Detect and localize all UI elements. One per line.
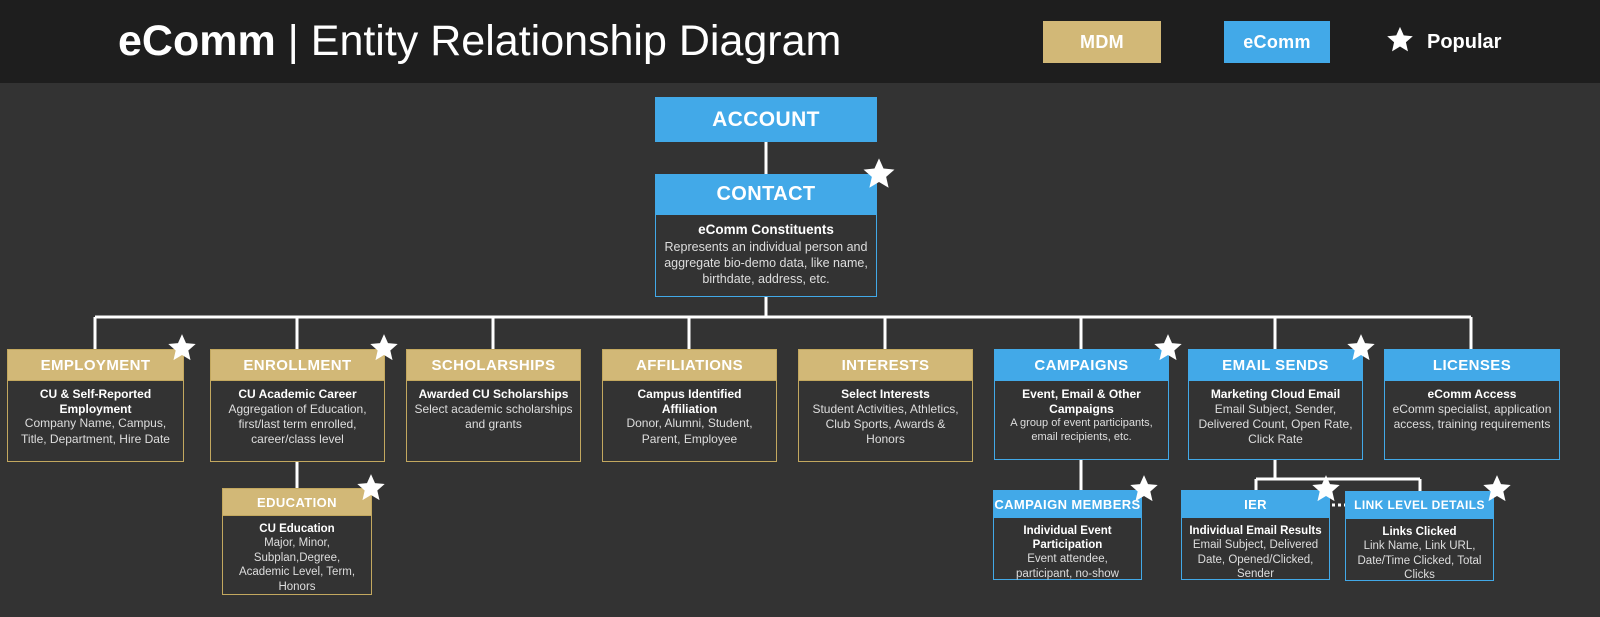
entity-education[interactable]: EDUCATION CU Education Major, Minor, Sub… [222, 488, 372, 595]
entity-account[interactable]: ACCOUNT [655, 97, 877, 142]
star-icon [1385, 25, 1415, 60]
entity-ier[interactable]: IER Individual Email Results Email Subje… [1181, 490, 1330, 580]
entity-enrollment-subtitle: CU Academic Career [238, 387, 357, 401]
entity-enrollment-header: ENROLLMENT [211, 350, 384, 380]
entity-interests-subtitle: Select Interests [841, 387, 930, 401]
entity-email-sends-body: Marketing Cloud Email Email Subject, Sen… [1189, 380, 1362, 459]
entity-licenses-header: LICENSES [1385, 350, 1559, 380]
entity-ier-body: Individual Email Results Email Subject, … [1182, 517, 1329, 581]
entity-enrollment-description: Aggregation of Education, first/last ter… [228, 401, 367, 447]
entity-employment-description: Company Name, Campus, Title, Department,… [21, 416, 170, 446]
entity-interests-description: Student Activities, Athletics, Club Spor… [812, 401, 959, 447]
diagram-header: eComm | Entity Relationship Diagram MDM … [0, 0, 1600, 83]
entity-contact-header: CONTACT [656, 175, 876, 214]
entity-scholarships-header: SCHOLARSHIPS [407, 350, 580, 380]
entity-link-level-details[interactable]: LINK LEVEL DETAILS Links Clicked Link Na… [1345, 491, 1494, 581]
entity-ier-subtitle: Individual Email Results [1189, 525, 1322, 537]
entity-contact-body: eComm Constituents Represents an individ… [656, 214, 876, 297]
entity-scholarships-description: Select academic scholarships and grants [414, 401, 573, 431]
entity-education-description: Major, Minor, Subplan,Degree, Academic L… [238, 537, 356, 594]
entity-affiliations-header: AFFILIATIONS [603, 350, 776, 380]
entity-account-header: ACCOUNT [656, 98, 876, 141]
entity-employment-subtitle: CU & Self-Reported Employment [39, 387, 152, 416]
entity-scholarships-subtitle: Awarded CU Scholarships [418, 387, 569, 401]
entity-scholarships[interactable]: SCHOLARSHIPS Awarded CU Scholarships Sel… [406, 349, 581, 462]
entity-affiliations[interactable]: AFFILIATIONS Campus Identified Affiliati… [602, 349, 777, 462]
legend-ecomm-label: eComm [1243, 31, 1311, 52]
legend-chip-mdm[interactable]: MDM [1043, 21, 1161, 63]
entity-email-sends-description: Email Subject, Sender, Delivered Count, … [1198, 401, 1353, 447]
page-title: eComm | Entity Relationship Diagram [118, 14, 841, 69]
entity-affiliations-subtitle: Campus Identified Affiliation [637, 387, 742, 416]
entity-affiliations-description: Donor, Alumni, Student, Parent, Employee [626, 416, 753, 446]
entity-campaigns[interactable]: CAMPAIGNS Event, Email & Other Campaigns… [994, 349, 1169, 460]
entity-enrollment[interactable]: ENROLLMENT CU Academic Career Aggregatio… [210, 349, 385, 462]
entity-campaign-members-description: Event attendee, participant, no-show [1016, 553, 1119, 580]
entity-campaign-members-subtitle: Individual Event Participation [1023, 525, 1112, 552]
legend-popular[interactable]: Popular [1385, 21, 1501, 63]
entity-campaigns-description: A group of event participants, email rec… [1010, 417, 1153, 444]
entity-affiliations-body: Campus Identified Affiliation Donor, Alu… [603, 380, 776, 461]
entity-education-body: CU Education Major, Minor, Subplan,Degre… [223, 515, 371, 594]
entity-link-level-details-subtitle: Links Clicked [1382, 526, 1457, 538]
entity-employment-body: CU & Self-Reported Employment Company Na… [8, 380, 183, 461]
entity-ier-header: IER [1182, 491, 1329, 517]
entity-interests-body: Select Interests Student Activities, Ath… [799, 380, 972, 461]
entity-campaigns-header: CAMPAIGNS [995, 350, 1168, 380]
entity-contact-subtitle: eComm Constituents [698, 222, 834, 237]
entity-education-header: EDUCATION [223, 489, 371, 515]
entity-interests[interactable]: INTERESTS Select Interests Student Activ… [798, 349, 973, 462]
entity-education-subtitle: CU Education [259, 523, 335, 535]
entity-contact-description: Represents an individual person and aggr… [664, 240, 868, 287]
entity-campaign-members[interactable]: CAMPAIGN MEMBERS Individual Event Partic… [993, 490, 1142, 580]
entity-employment[interactable]: EMPLOYMENT CU & Self-Reported Employment… [7, 349, 184, 462]
entity-campaign-members-header: CAMPAIGN MEMBERS [994, 491, 1141, 517]
entity-ier-description: Email Subject, Delivered Date, Opened/Cl… [1192, 539, 1319, 581]
entity-licenses-description: eComm specialist, application access, tr… [1392, 401, 1552, 431]
legend-chip-ecomm[interactable]: eComm [1224, 21, 1330, 63]
entity-campaigns-subtitle: Event, Email & Other Campaigns [1022, 387, 1141, 416]
entity-licenses[interactable]: LICENSES eComm Access eComm specialist, … [1384, 349, 1560, 460]
entity-link-level-details-body: Links Clicked Link Name, Link URL, Date/… [1346, 518, 1493, 582]
entity-employment-header: EMPLOYMENT [8, 350, 183, 380]
entity-email-sends-header: EMAIL SENDS [1189, 350, 1362, 380]
entity-licenses-subtitle: eComm Access [1427, 387, 1517, 401]
entity-contact[interactable]: CONTACT eComm Constituents Represents an… [655, 174, 877, 298]
entity-link-level-details-description: Link Name, Link URL, Date/Time Clicked, … [1357, 540, 1482, 582]
entity-interests-header: INTERESTS [799, 350, 972, 380]
entity-email-sends-subtitle: Marketing Cloud Email [1210, 387, 1341, 401]
entity-link-level-details-header: LINK LEVEL DETAILS [1346, 492, 1493, 518]
entity-campaign-members-body: Individual Event Participation Event att… [994, 517, 1141, 580]
legend-mdm-label: MDM [1080, 31, 1124, 52]
page-title-brand: eComm [118, 17, 276, 65]
page-title-rest: | Entity Relationship Diagram [275, 17, 842, 65]
entity-scholarships-body: Awarded CU Scholarships Select academic … [407, 380, 580, 461]
entity-email-sends[interactable]: EMAIL SENDS Marketing Cloud Email Email … [1188, 349, 1363, 460]
entity-enrollment-body: CU Academic Career Aggregation of Educat… [211, 380, 384, 461]
entity-campaigns-body: Event, Email & Other Campaigns A group o… [995, 380, 1168, 459]
legend-popular-label: Popular [1427, 30, 1502, 53]
entity-licenses-body: eComm Access eComm specialist, applicati… [1385, 380, 1559, 459]
